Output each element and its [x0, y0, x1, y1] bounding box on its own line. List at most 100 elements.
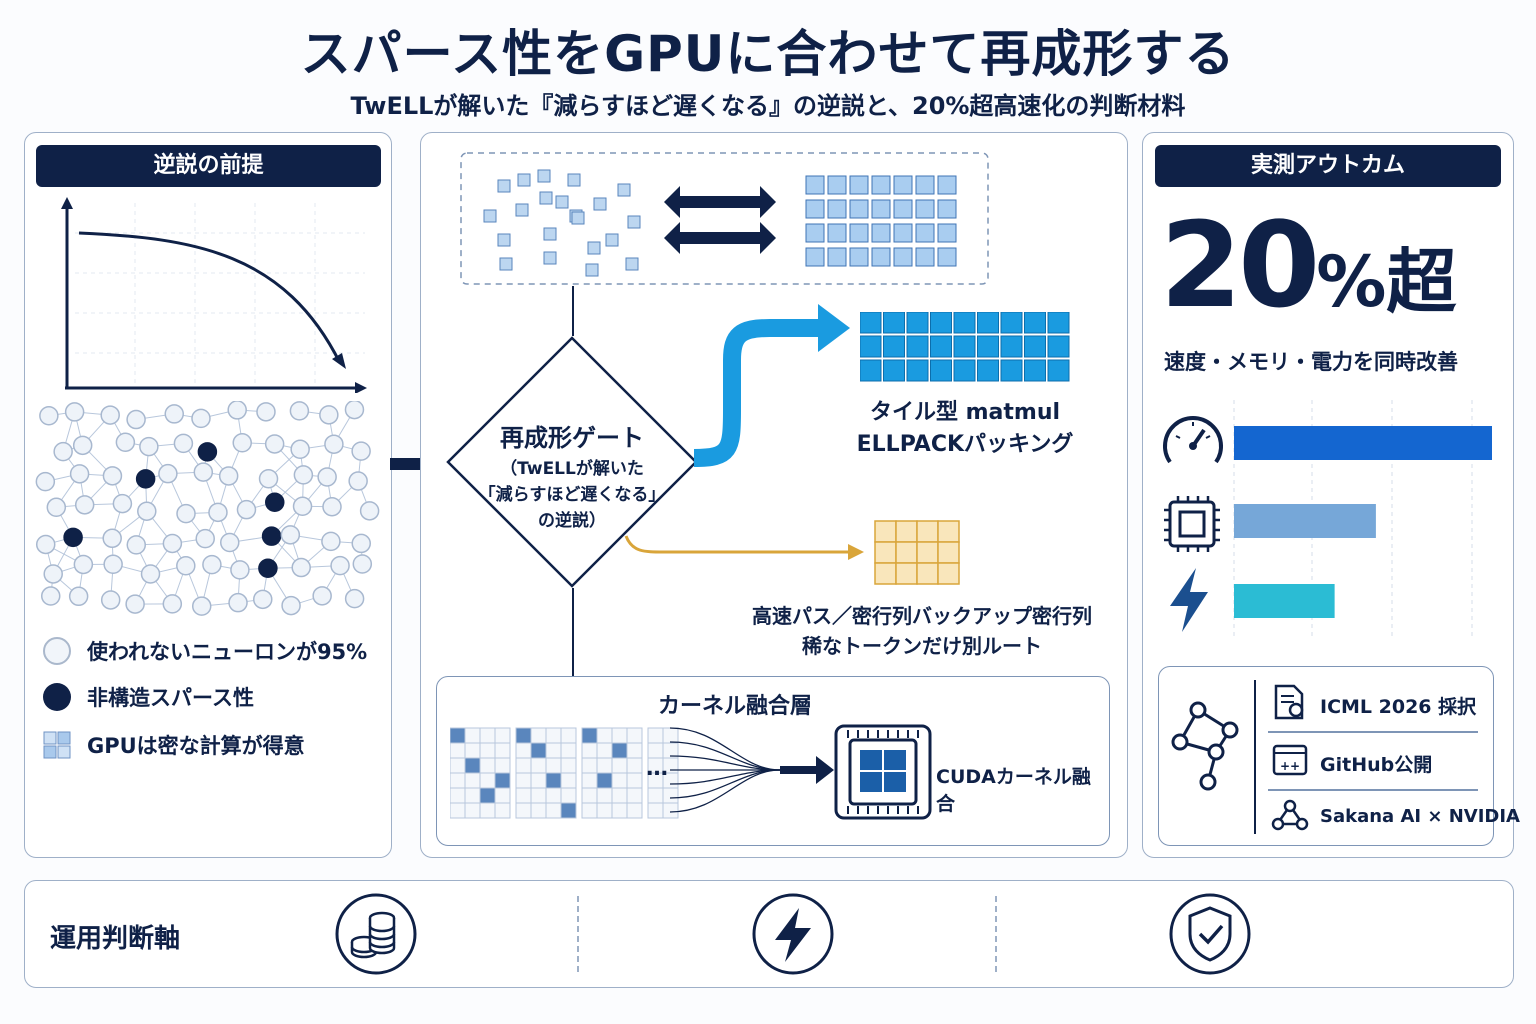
fusion-matrix-cell — [450, 787, 466, 804]
improvement-bar — [1234, 426, 1492, 460]
chip-icon — [1164, 496, 1220, 552]
bottom-panel-heading: 運用判断軸 — [50, 924, 181, 954]
fusion-matrix-cell — [662, 727, 679, 744]
grid-block-icon — [43, 731, 71, 759]
sparse-square — [497, 233, 511, 247]
tile-square — [1047, 359, 1070, 382]
inactive-neuron-node — [330, 555, 350, 576]
dense-square — [827, 247, 847, 267]
fusion-matrix-cell — [494, 772, 511, 789]
tile-square — [1047, 335, 1070, 358]
fusion-matrix-cell — [581, 787, 598, 804]
fusion-matrix-cell — [560, 742, 577, 759]
gate-line-3: の逆説） — [538, 511, 606, 531]
info-divider-vertical — [1254, 680, 1256, 834]
fusion-matrix-cell — [545, 742, 562, 759]
tile-square — [883, 359, 905, 382]
document-award-icon — [1274, 684, 1304, 720]
inactive-neuron-node — [74, 495, 95, 515]
fusion-matrix-cell — [530, 802, 547, 819]
tile-square — [883, 335, 905, 358]
tile-square — [977, 359, 999, 382]
inactive-neuron-node — [292, 496, 313, 517]
inactive-neuron-node — [230, 560, 250, 580]
active-neuron-node — [265, 492, 285, 513]
fusion-matrix-cell — [515, 787, 532, 804]
tile-square — [977, 312, 999, 334]
inactive-neuron-node — [253, 589, 273, 610]
fusion-matrix-cell — [626, 787, 643, 804]
fusion-matrix-cell — [545, 787, 562, 804]
fusion-matrix-cell — [515, 727, 532, 744]
fusion-matrix-cell — [450, 742, 466, 759]
inactive-neuron-node — [100, 590, 121, 610]
page-subtitle: TwELLが解いた『減らすほど遅くなる』の逆説と、20%超高速化の判断材料 — [350, 92, 1186, 120]
info-divider-2 — [1268, 789, 1478, 791]
tile-matmul-grid — [860, 312, 1070, 382]
inactive-neuron-node — [208, 502, 228, 523]
fusion-matrix-cell — [626, 742, 643, 759]
fusion-matrix-cell — [545, 757, 562, 774]
tile-square — [953, 335, 976, 358]
fusion-matrix-cell — [479, 802, 496, 819]
inactive-neuron-node — [228, 592, 248, 613]
inactive-neuron-node — [173, 433, 194, 454]
dense-square — [871, 199, 891, 219]
inactive-neuron-node — [176, 555, 196, 576]
fusion-matrix-cell — [450, 772, 466, 789]
gate-line-1: （TwELLが解いた — [500, 459, 644, 479]
inactive-neuron-node — [281, 595, 301, 616]
inactive-neuron-node — [100, 405, 120, 425]
fast-path-label-line-1: 高速パス／密行列バックアップ密行列 — [752, 604, 1092, 628]
dense-square — [849, 175, 869, 195]
tile-square — [953, 312, 976, 334]
inactive-neuron-node — [191, 408, 211, 429]
inactive-neuron-node — [103, 554, 123, 575]
fusion-matrix-cell — [560, 787, 577, 804]
legend-item-dense: GPUは密な計算が得意 — [43, 727, 383, 763]
tile-square — [1024, 359, 1046, 382]
sparse-square — [483, 209, 497, 223]
fusion-matrix-cell — [560, 727, 577, 744]
tile-square — [1024, 312, 1046, 334]
fast-path-cell — [937, 562, 960, 585]
inactive-neuron-node — [351, 441, 371, 461]
filled-circle-icon — [43, 683, 71, 711]
fusion-matrix-cell — [560, 802, 577, 819]
inactive-neuron-node — [351, 533, 371, 554]
fast-path-cell — [874, 562, 897, 585]
inactive-neuron-node — [139, 436, 159, 457]
sparse-square — [543, 251, 557, 265]
inactive-neuron-node — [72, 435, 93, 456]
fusion-matrix-cell — [626, 757, 643, 774]
dense-square — [827, 223, 847, 243]
fusion-matrix-cell — [450, 802, 466, 819]
fusion-matrix-cell — [611, 742, 628, 759]
tile-square — [906, 359, 929, 382]
fusion-matrix-cell — [530, 742, 547, 759]
inactive-neuron-node — [202, 554, 222, 575]
tile-square — [1024, 335, 1046, 358]
fusion-matrix-cell — [647, 802, 664, 819]
lightning-icon — [1170, 568, 1208, 632]
dense-square — [871, 247, 891, 267]
inactive-neuron-node — [112, 493, 133, 514]
gate-line-2: 「減らすほど遅くなる」 — [478, 485, 666, 505]
inactive-neuron-node — [227, 401, 247, 420]
dense-square — [937, 175, 957, 195]
speedometer-icon — [1163, 416, 1223, 464]
fusion-matrix-cell — [581, 772, 598, 789]
dense-square — [893, 247, 913, 267]
gpu-chip-icon — [834, 724, 932, 820]
inactive-neuron-node — [164, 404, 185, 424]
fusion-matrix-cell — [596, 757, 613, 774]
sparse-square — [627, 215, 641, 229]
dense-square — [937, 247, 957, 267]
fusion-matrix-cell — [515, 742, 532, 759]
tile-square — [977, 335, 999, 358]
sparse-square — [571, 211, 585, 225]
tile-square — [1000, 335, 1023, 358]
fusion-matrix-cell — [464, 802, 481, 819]
fusion-matrix-cell — [530, 787, 547, 804]
inactive-neuron-node — [126, 409, 146, 430]
